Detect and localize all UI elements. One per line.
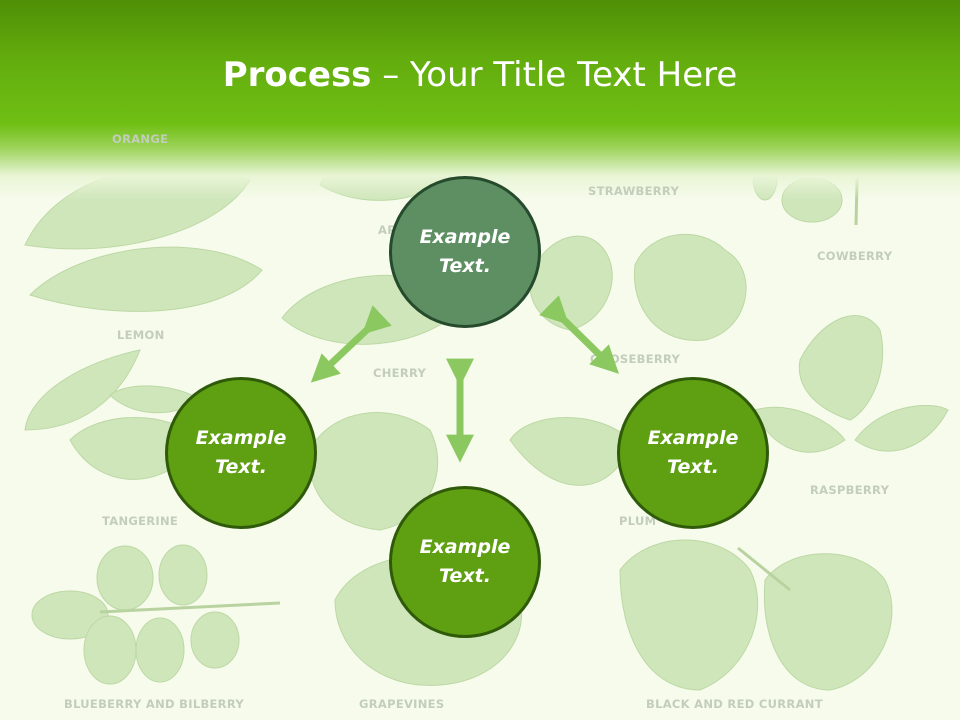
label-gooseberry: GOOSEBERRY [590, 352, 681, 366]
gooseberry-leaf-2-icon [633, 233, 747, 341]
currant-stem-icon [737, 546, 791, 592]
header-band [0, 0, 960, 200]
gooseberry-leaf-icon [529, 235, 613, 331]
plum-leaf-icon [509, 417, 631, 486]
label-blueberry: BLUEBERRY AND BILBERRY [64, 697, 244, 711]
circle-right-line1: Example [647, 427, 739, 449]
slide-title: Process – Your Title Text Here [0, 52, 960, 98]
circle-top-line2: Text. [439, 255, 491, 277]
blueberry-leaf-icon [31, 590, 109, 640]
circle-left-line2: Text. [215, 456, 267, 478]
circle-bottom-line2: Text. [439, 565, 491, 587]
currant-leaf-icon [619, 539, 759, 691]
title-bold: Process [222, 55, 372, 95]
circle-left-line1: Example [195, 427, 287, 449]
blueberry-leaf-4-icon [83, 615, 137, 685]
tangerine-leaf-icon [24, 349, 141, 431]
label-orange: ORANGE [112, 132, 169, 146]
raspberry-leaf-icon [798, 315, 884, 421]
label-cherry: CHERRY [373, 366, 427, 380]
circle-top-line1: Example [419, 226, 511, 248]
label-plum: PLUM [619, 514, 657, 528]
blueberry-stem-icon [99, 601, 281, 614]
label-tangerine: TANGERINE [102, 514, 179, 528]
circle-right-line2: Text. [667, 456, 719, 478]
label-lemon: LEMON [117, 328, 165, 342]
title-rest: – Your Title Text Here [371, 55, 738, 95]
label-cowberry: COWBERRY [817, 249, 893, 263]
lemon-leaf-icon [29, 246, 263, 312]
raspberry-leaf-3-icon [854, 404, 949, 452]
blueberry-leaf-5-icon [135, 617, 185, 683]
currant-leaf-2-icon [763, 553, 893, 691]
label-raspberry: RASPBERRY [810, 483, 890, 497]
blueberry-leaf-3-icon [158, 544, 208, 606]
circle-bottom-line1: Example [419, 536, 511, 558]
blueberry-leaf-6-icon [190, 611, 240, 669]
grapevine-leaf-icon [308, 412, 439, 531]
label-strawberry: STRAWBERRY [588, 184, 680, 198]
label-grapevines: GRAPEVINES [359, 697, 445, 711]
label-currant: BLACK AND RED CURRANT [646, 697, 823, 711]
raspberry-leaf-2-icon [754, 406, 846, 453]
blueberry-leaf-2-icon [96, 545, 154, 611]
